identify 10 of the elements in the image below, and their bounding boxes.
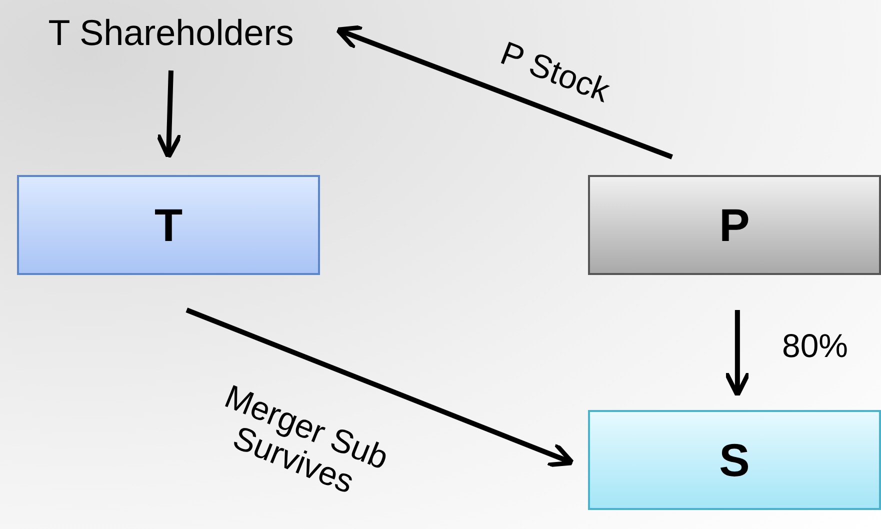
arrow	[724, 310, 751, 398]
edge-label: P Stock	[494, 33, 616, 112]
arrow	[156, 70, 183, 160]
arrow	[335, 24, 673, 160]
entity-box: S	[588, 410, 881, 510]
party-label: T Shareholders	[48, 12, 294, 54]
entity-box: T	[17, 175, 320, 275]
edge-label: 80%	[780, 329, 850, 364]
entity-box: P	[588, 175, 881, 275]
arrow	[186, 308, 575, 468]
